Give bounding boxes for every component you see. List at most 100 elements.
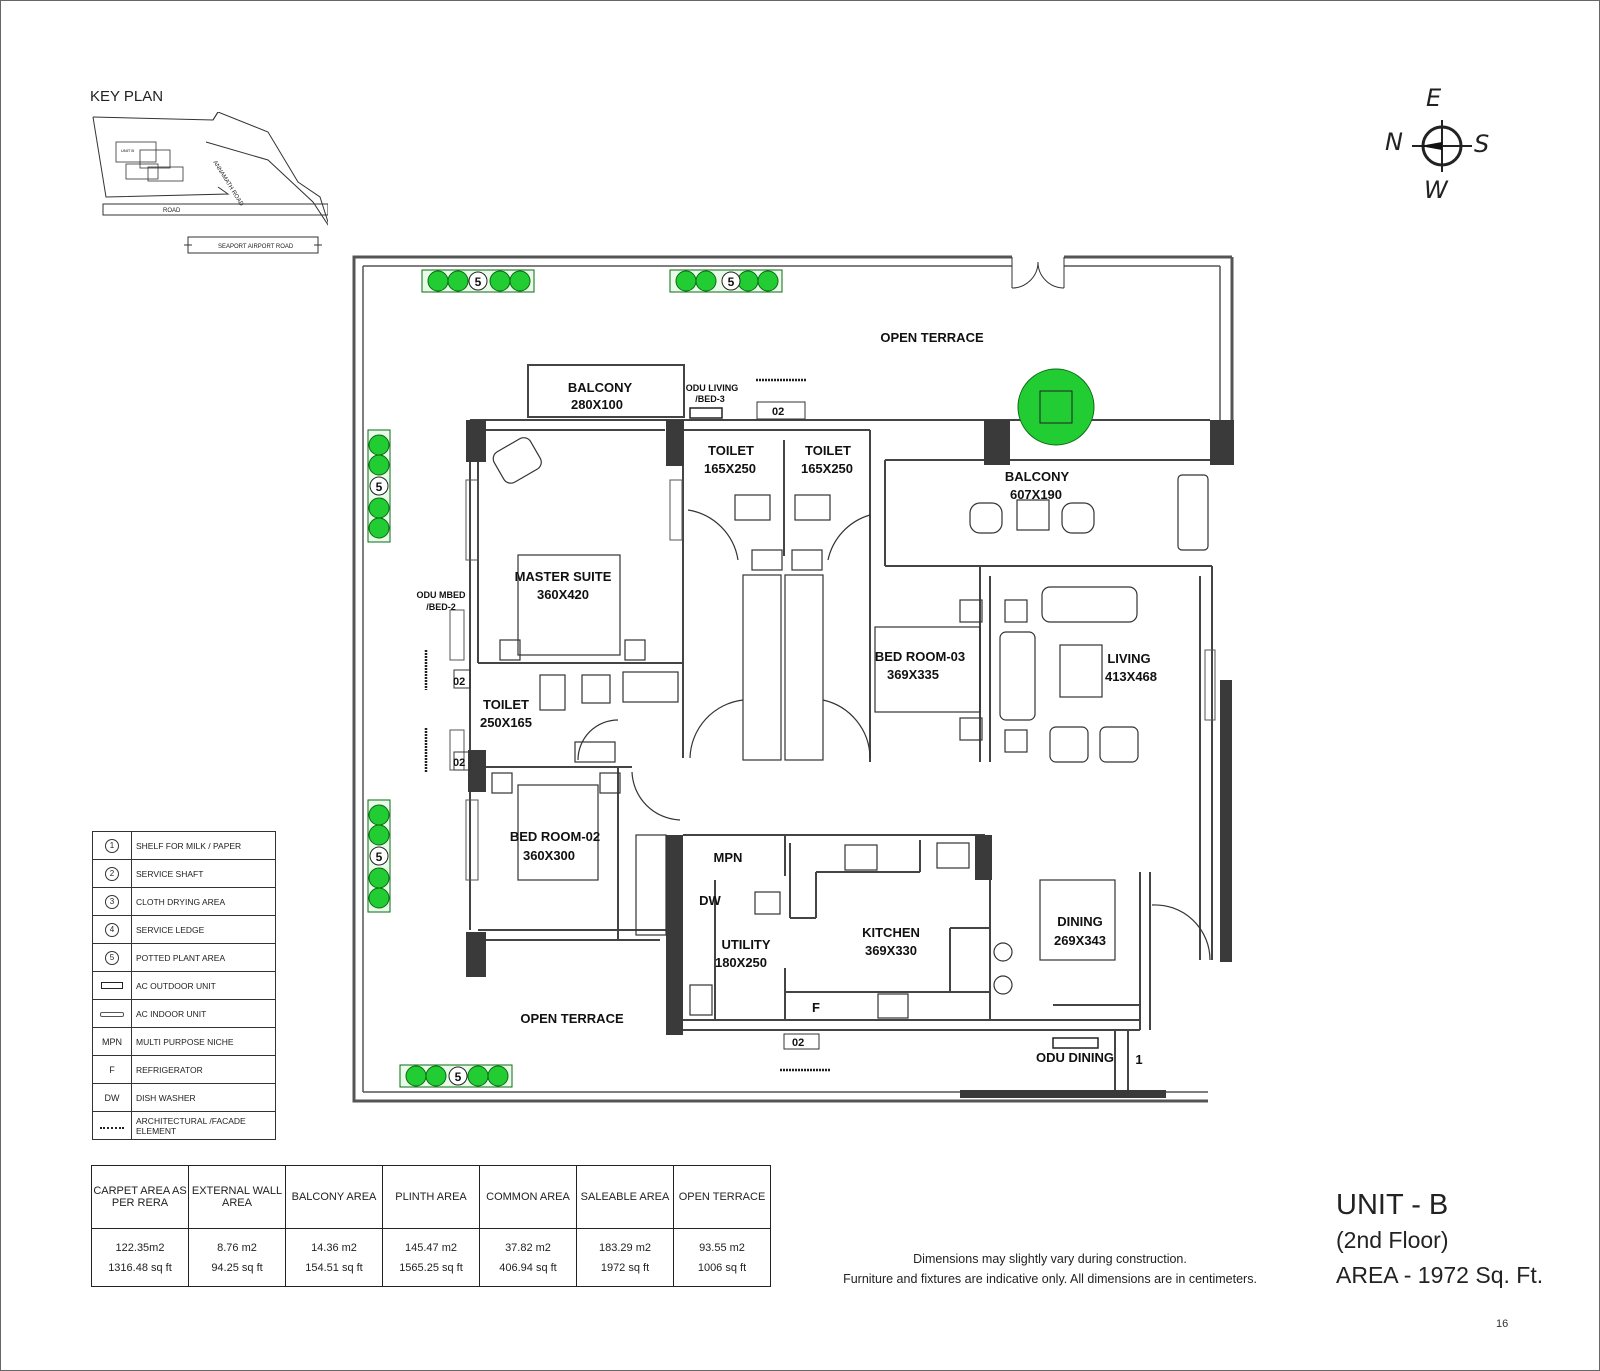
legend-row: AC INDOOR UNIT [92,999,276,1028]
odu-mbed-line1: ODU MBED [417,590,466,600]
area-value: 122.35m2 1316.48 sq ft [91,1228,189,1287]
bed-02 [517,784,599,881]
legend-label: REFRIGERATOR [131,1055,276,1084]
utility-size: 180X250 [715,955,767,970]
service-shaft-label: 02 [453,757,465,769]
service-shaft-label: 02 [453,676,465,688]
legend-label: CLOTH DRYING AREA [131,887,276,916]
legend-number-icon: 5 [105,950,119,965]
toilet-a-name: TOILET [708,443,754,458]
area-metric: 8.76 m2 [217,1241,257,1254]
legend-label: AC OUTDOOR UNIT [131,971,276,1000]
area-header: COMMON AREA [479,1165,577,1229]
ac-outdoor-icon [689,407,723,419]
ac-indoor-icon [100,1011,124,1017]
odu-mbed-line2: /BED-2 [426,602,456,612]
service-shaft-label: 02 [772,406,784,418]
compass-north: N [1385,128,1403,156]
bed-room-03-size: 369X335 [887,667,939,682]
key-plan-main-road: SEAPORT AIRPORT ROAD [218,244,294,250]
area-imperial: 406.94 sq ft [499,1261,557,1274]
terrace-door[interactable] [1011,257,1065,289]
area-metric: 183.29 m2 [599,1241,651,1254]
legend-key: 2 [92,859,132,888]
area-imperial: 94.25 sq ft [211,1261,263,1274]
mpn-label: MPN [714,850,743,865]
key-plan-unit: UNIT B [121,148,134,153]
open-terrace-bottom: OPEN TERRACE [520,1011,624,1026]
balcony-small-name: BALCONY [568,380,633,395]
legend-abbr: F [109,1064,115,1075]
odu-dining-label: ODU DINING [1036,1050,1114,1065]
legend-row: 5 POTTED PLANT AREA [92,943,276,972]
plant-marker: 5 [376,480,383,494]
living-name: LIVING [1107,651,1150,666]
legend-key [92,971,132,1000]
legend-number-icon: 2 [105,866,119,881]
odu-living-line2: /BED-3 [695,394,725,404]
master-suite-size: 360X420 [537,587,589,602]
legend-key [92,999,132,1028]
legend-abbr: DW [104,1092,120,1103]
dining-name: DINING [1057,914,1103,929]
compass-rose-icon [1412,120,1472,172]
area-metric: 14.36 m2 [311,1241,357,1254]
kitchen-name: KITCHEN [862,925,920,940]
dining-size: 269X343 [1054,933,1106,948]
area-header: CARPET AREA AS PER RERA [91,1165,189,1229]
plant-marker: 5 [376,850,383,864]
area-imperial: 1316.48 sq ft [108,1261,172,1274]
compass-east: E [1426,84,1442,112]
key-plan-road: ROAD [163,208,181,214]
utility-name: UTILITY [721,937,770,952]
sofa-side [999,631,1036,721]
legend-label: ARCHITECTURAL /FACADE ELEMENT [131,1111,276,1140]
toilet-b-size: 165X250 [801,461,853,476]
key-plan-map: UNIT B ROAD ANNAMATH ROAD SEAPORT AIRPOR… [92,112,328,254]
area-header: EXTERNAL WALL AREA [188,1165,286,1229]
legend-key [92,1111,132,1140]
facade-elements [424,378,830,1072]
legend-key: MPN [92,1027,132,1056]
bed-room-02-name: BED ROOM-02 [510,829,600,844]
plant-marker: 5 [728,275,735,289]
unit-floor: (2nd Floor) [1336,1227,1449,1253]
toilet-c-name: TOILET [483,697,529,712]
living-table [1059,644,1103,698]
legend-row: F REFRIGERATOR [92,1055,276,1084]
legend-key: DW [92,1083,132,1112]
area-metric: 145.47 m2 [405,1241,457,1254]
bed-room-03-name: BED ROOM-03 [875,649,965,664]
unit-name: UNIT - B [1336,1189,1449,1221]
balcony-small-size: 280X100 [571,397,623,412]
legend-key: 4 [92,915,132,944]
furniture [491,437,1211,1019]
legend-row: AC OUTDOOR UNIT [92,971,276,1000]
area-imperial: 1565.25 sq ft [399,1261,463,1274]
legend-label: SHELF FOR MILK / PAPER [131,831,276,860]
legend-key: 3 [92,887,132,916]
compass-south: S [1474,130,1490,158]
fridge-label: F [812,1000,820,1015]
unit-area: AREA - 1972 Sq. Ft. [1336,1262,1544,1288]
area-metric: 122.35m2 [115,1241,165,1254]
toilet-a-size: 165X250 [704,461,756,476]
legend-label: POTTED PLANT AREA [131,943,276,972]
compass-west: W [1424,176,1448,204]
legend-number-icon: 4 [105,922,119,937]
area-metric: 93.55 m2 [699,1241,745,1254]
page-number: 16 [1496,1318,1509,1330]
living-size: 413X468 [1105,669,1157,684]
key-plan-title: KEY PLAN [90,88,164,105]
legend-key: 1 [92,831,132,860]
